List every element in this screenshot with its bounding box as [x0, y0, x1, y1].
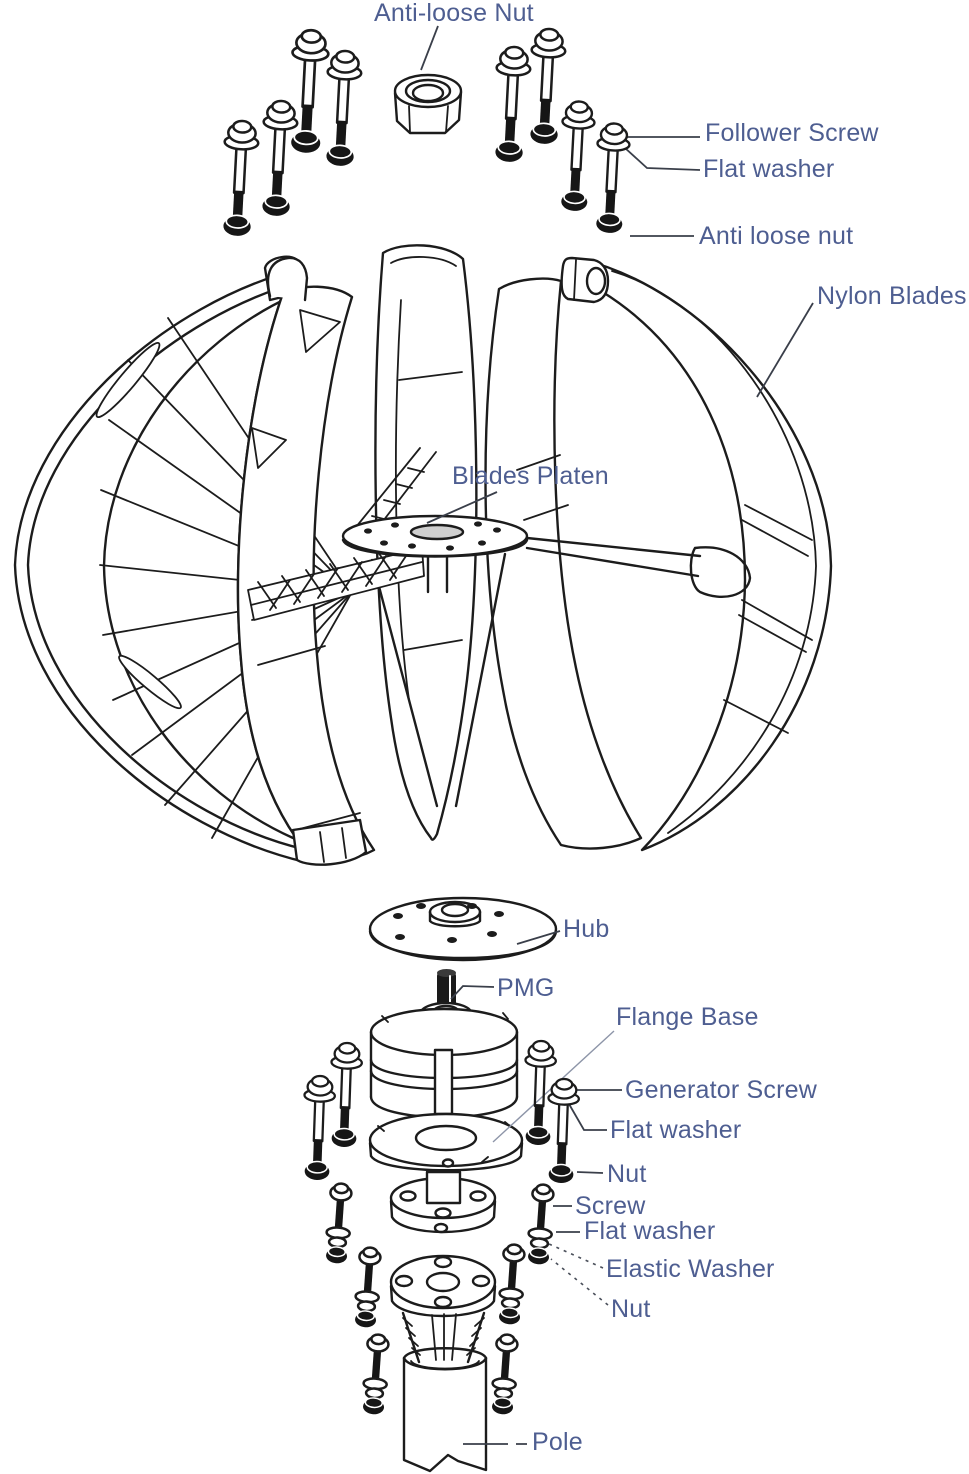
blade-center-left	[236, 256, 376, 866]
label-nylon-blades: Nylon Blades	[817, 282, 967, 310]
label-flange-base: Flange Base	[616, 1003, 759, 1031]
label-nut-low: Nut	[611, 1295, 651, 1323]
pole-mount-part	[389, 1254, 497, 1473]
leader-elastic-washer	[548, 1243, 604, 1269]
blades-platen-part	[247, 447, 752, 808]
leader-hub	[516, 930, 561, 945]
nylon-blades-assembly	[13, 244, 833, 866]
pmg-part	[369, 969, 519, 1119]
flange-base-part	[368, 1112, 524, 1172]
pole-part	[402, 1356, 488, 1473]
label-blades-platen: Blades Platen	[452, 462, 609, 490]
label-screw: Screw	[575, 1192, 646, 1220]
leader-flat-washer-mid	[568, 1103, 607, 1131]
label-pole: Pole	[532, 1428, 583, 1456]
label-nut-mid: Nut	[607, 1160, 647, 1188]
leader-blades-platen	[426, 491, 498, 524]
label-flat-washer-mid: Flat washer	[610, 1116, 742, 1144]
label-flat-washer-top: Flat washer	[703, 155, 835, 183]
label-follower-screw: Follower Screw	[705, 119, 879, 147]
leader-nut-low	[550, 1258, 609, 1306]
leader-pmg	[450, 985, 495, 1000]
label-hub: Hub	[563, 915, 610, 943]
blade-right	[560, 256, 833, 852]
blade-right-center	[484, 277, 643, 850]
anti-loose-nut-part	[393, 73, 463, 135]
label-generator-screw: Generator Screw	[625, 1076, 817, 1104]
leader-lines	[420, 25, 814, 1445]
lattice-arm	[247, 547, 425, 621]
label-anti-loose-nut-right: Anti loose nut	[699, 222, 854, 250]
leader-nylon-blades	[756, 302, 814, 398]
tapered-adapter	[401, 1311, 486, 1364]
label-flat-washer-low: Flat washer	[584, 1217, 716, 1245]
leader-flat-washer-top	[624, 147, 701, 171]
leader-nut-mid	[576, 1171, 604, 1174]
label-pmg: PMG	[497, 974, 555, 1002]
top-fasteners	[218, 26, 632, 238]
four-hole-flange-part	[389, 1170, 497, 1234]
label-elastic-washer: Elastic Washer	[606, 1255, 775, 1283]
label-anti-loose-nut-top: Anti-loose Nut	[374, 0, 534, 27]
hub-part	[368, 896, 558, 962]
leader-anti-loose-nut-top	[420, 25, 439, 71]
